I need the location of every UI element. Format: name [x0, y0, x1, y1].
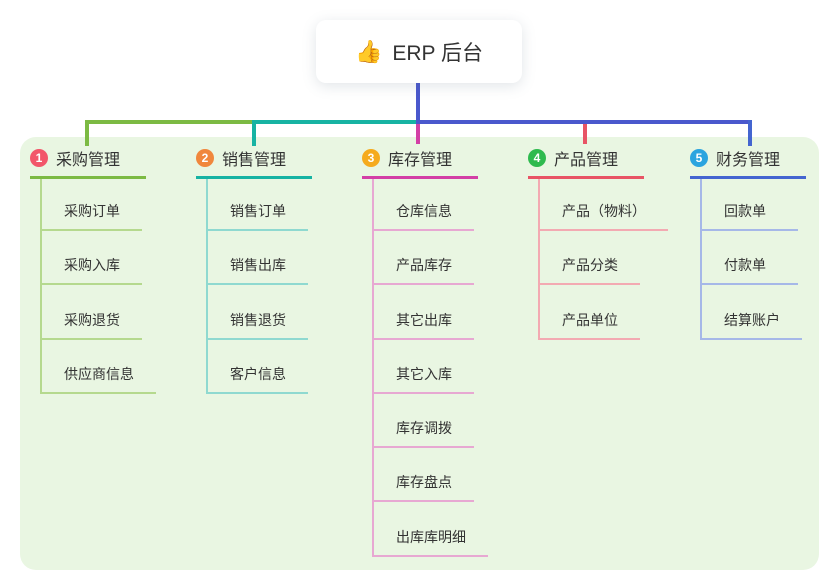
- child-node[interactable]: 其它出库: [374, 285, 474, 340]
- child-node-label: 销售出库: [230, 257, 286, 274]
- branch-node[interactable]: 3 库存管理: [362, 146, 478, 179]
- branch: 1 采购管理 采购订单采购入库采购退货供应商信息: [30, 146, 156, 394]
- child-node-label: 采购退货: [64, 311, 120, 328]
- child-node[interactable]: 产品单位: [540, 285, 640, 340]
- connector-drop-branch-5: [748, 120, 752, 146]
- child-node[interactable]: 付款单: [702, 231, 798, 286]
- child-node[interactable]: 采购订单: [42, 179, 142, 231]
- branch: 2 销售管理 销售订单销售出库销售退货客户信息: [196, 146, 312, 394]
- child-node-label: 销售退货: [230, 311, 286, 328]
- child-node-label: 库存盘点: [396, 474, 452, 491]
- thumbs-up-icon: 👍: [354, 38, 383, 64]
- child-node[interactable]: 采购入库: [42, 231, 142, 286]
- child-node[interactable]: 仓库信息: [374, 179, 474, 231]
- child-node-label: 产品分类: [562, 257, 618, 274]
- child-node[interactable]: 产品分类: [540, 231, 640, 286]
- branch: 3 库存管理 仓库信息产品库存其它出库其它入库库存调拨库存盘点出库库明细: [362, 146, 488, 557]
- connector-segment-mid: [252, 120, 418, 124]
- child-node-label: 产品库存: [396, 257, 452, 274]
- child-node[interactable]: 库存调拨: [374, 394, 474, 449]
- child-node[interactable]: 回款单: [702, 179, 798, 231]
- child-node[interactable]: 采购退货: [42, 285, 142, 340]
- child-node-label: 其它出库: [396, 311, 452, 328]
- branch-number-badge: 5: [690, 149, 708, 167]
- child-node[interactable]: 供应商信息: [42, 340, 156, 394]
- branch-children: 回款单付款单结算账户: [700, 179, 802, 340]
- root-node[interactable]: 👍 ERP 后台: [316, 20, 522, 83]
- branch-node[interactable]: 4 产品管理: [528, 146, 644, 179]
- child-node-label: 库存调拨: [396, 420, 452, 437]
- child-node-label: 其它入库: [396, 365, 452, 382]
- branch-node[interactable]: 2 销售管理: [196, 146, 312, 179]
- child-node[interactable]: 出库库明细: [374, 502, 488, 557]
- child-node-label: 采购入库: [64, 257, 120, 274]
- child-node-label: 出库库明细: [396, 528, 466, 545]
- connector-segment-right: [416, 120, 752, 124]
- branch-node-label: 库存管理: [388, 152, 453, 169]
- child-node[interactable]: 结算账户: [702, 285, 802, 340]
- child-node[interactable]: 产品库存: [374, 231, 474, 286]
- child-node-label: 采购订单: [64, 203, 120, 219]
- child-node-label: 产品（物料）: [562, 203, 646, 219]
- branch-node-label: 产品管理: [554, 152, 619, 169]
- branch-node-label: 采购管理: [56, 152, 121, 169]
- connector-drop-branch-1: [85, 120, 89, 146]
- child-node-label: 供应商信息: [64, 365, 134, 382]
- child-node[interactable]: 销售退货: [208, 285, 308, 340]
- branch-children: 销售订单销售出库销售退货客户信息: [206, 179, 308, 394]
- child-node[interactable]: 其它入库: [374, 340, 474, 394]
- child-node[interactable]: 库存盘点: [374, 448, 474, 503]
- branch: 4 产品管理 产品（物料） 产品分类产品单位: [528, 146, 668, 340]
- child-node-label: 销售订单: [230, 203, 286, 219]
- child-node-label: 回款单: [724, 203, 766, 219]
- child-node[interactable]: 销售订单: [208, 179, 308, 231]
- child-node-label: 结算账户: [724, 311, 780, 328]
- child-node[interactable]: 客户信息: [208, 340, 308, 394]
- child-node-label: 付款单: [724, 257, 766, 274]
- child-node-label: 产品单位: [562, 311, 618, 328]
- branch-number-badge: 2: [196, 149, 214, 167]
- branch-node[interactable]: 5 财务管理: [690, 146, 806, 179]
- branch-node-label: 财务管理: [716, 152, 781, 169]
- branch-children: 采购订单采购入库采购退货供应商信息: [40, 179, 156, 394]
- connector-segment-left: [85, 120, 254, 124]
- branch-number-badge: 4: [528, 149, 546, 167]
- child-node-label: 仓库信息: [396, 203, 452, 219]
- child-node-label: 客户信息: [230, 365, 286, 382]
- connector-drop-branch-2: [252, 120, 256, 146]
- branch-number-badge: 3: [362, 149, 380, 167]
- connector-drop-branch-3: [416, 124, 420, 144]
- connector-drop-branch-4: [583, 124, 587, 144]
- branch-children: 仓库信息产品库存其它出库其它入库库存调拨库存盘点出库库明细: [372, 179, 488, 557]
- root-node-label: ERP 后台: [392, 41, 484, 65]
- child-node[interactable]: 产品（物料）: [540, 179, 668, 231]
- mindmap-canvas: [20, 137, 819, 570]
- branch-node[interactable]: 1 采购管理: [30, 146, 146, 179]
- branch-node-label: 销售管理: [222, 152, 287, 169]
- child-node[interactable]: 销售出库: [208, 231, 308, 286]
- branch-number-badge: 1: [30, 149, 48, 167]
- connector-root-drop: [416, 83, 420, 124]
- branch-children: 产品（物料） 产品分类产品单位: [538, 179, 668, 340]
- branch: 5 财务管理 回款单付款单结算账户: [690, 146, 806, 340]
